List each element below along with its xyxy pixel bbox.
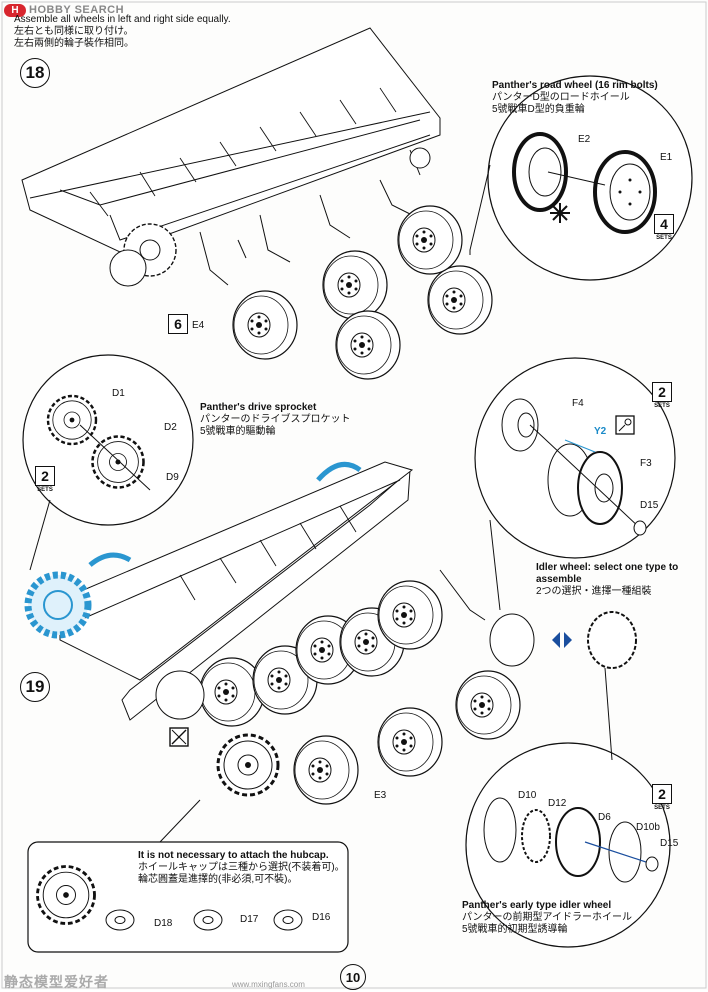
part-d15-idler: D15	[640, 500, 659, 511]
part-e2: E2	[578, 134, 591, 145]
part-d16: D16	[312, 912, 331, 923]
part-d6: D6	[598, 812, 611, 823]
part-e1: E1	[660, 152, 673, 163]
part-d10b: D10b	[636, 822, 660, 833]
part-f4: F4	[572, 398, 584, 409]
part-e3: E3	[374, 790, 387, 801]
page-header: Assemble all wheels in left and right si…	[14, 14, 231, 50]
sets-label: SETS	[656, 235, 672, 241]
step-18-marker: 18	[20, 58, 50, 88]
watermark-url: www.mxingfans.com	[232, 980, 305, 989]
idler-select-en-2: assemble	[536, 574, 582, 585]
hubcap-note-ja: ホイールキャップは三種から選択(不装着可)。	[138, 862, 345, 873]
sets-label: SETS	[654, 403, 670, 409]
sprocket-sets: 2 SETS	[34, 466, 56, 493]
road-wheel-title-ja: パンターD型のロードホイール	[492, 92, 630, 103]
part-d1: D1	[112, 388, 125, 399]
header-english: Assemble all wheels in left and right si…	[14, 14, 231, 25]
idler-qty: 2	[652, 382, 672, 402]
part-d15-early: D15	[660, 838, 679, 849]
part-d12: D12	[548, 798, 567, 809]
part-y2: Y2	[594, 426, 607, 437]
early-idler-sets: 2 SETS	[651, 784, 673, 811]
hobby-search-logo: H HOBBY SEARCH	[4, 2, 124, 18]
idler-sets: 2 SETS	[651, 382, 673, 409]
step-19-marker: 19	[20, 672, 50, 702]
sprocket-qty: 2	[35, 466, 55, 486]
early-idler-title-en: Panther's early type idler wheel	[462, 900, 612, 911]
e4-qty: 6	[168, 314, 188, 334]
sprocket-title-en: Panther's drive sprocket	[200, 402, 317, 413]
logo-text: HOBBY SEARCH	[29, 4, 125, 16]
part-d9: D9	[166, 472, 179, 483]
road-wheel-title-en: Panther's road wheel (16 rim bolts)	[492, 80, 658, 91]
early-idler-title-ja: パンターの前期型アイドラーホイール	[462, 912, 632, 923]
early-idler-qty: 2	[652, 784, 672, 804]
hubcap-note-en: It is not necessary to attach the hubcap…	[138, 850, 329, 861]
sprocket-title-zh: 5號戰車的驅動輪	[200, 426, 276, 437]
header-japanese: 左右とも同様に取り付け。	[14, 26, 134, 37]
sets-label: SETS	[37, 487, 53, 493]
part-f3: F3	[640, 458, 652, 469]
sets-label: SETS	[654, 805, 670, 811]
part-d17: D17	[240, 914, 259, 925]
early-idler-title-zh: 5號戰車的初期型誘導輪	[462, 924, 568, 935]
idler-select-en-1: Idler wheel: select one type to	[536, 562, 679, 573]
road-wheel-title-zh: 5號戰車D型的負重輪	[492, 104, 585, 115]
part-d2: D2	[164, 422, 177, 433]
hubcap-note-zh: 輪芯圓蓋是進擇的(非必須,可不裝)。	[138, 874, 298, 885]
header-chinese: 左右兩側的輪子裝作相同。	[14, 38, 134, 49]
page-number: 10	[340, 964, 366, 990]
road-wheel-sets: 4 SETS	[653, 214, 675, 241]
idler-select-ja: 2つの選択・進擇一種組裝	[536, 586, 652, 597]
part-d10: D10	[518, 790, 537, 801]
road-wheel-qty: 4	[654, 214, 674, 234]
watermark: 静态模型爱好者	[4, 974, 109, 990]
logo-mark: H	[4, 3, 26, 17]
part-d18: D18	[154, 918, 173, 929]
part-e4: E4	[192, 320, 205, 331]
sprocket-title-ja: パンターのドライブスプロケット	[200, 414, 351, 425]
